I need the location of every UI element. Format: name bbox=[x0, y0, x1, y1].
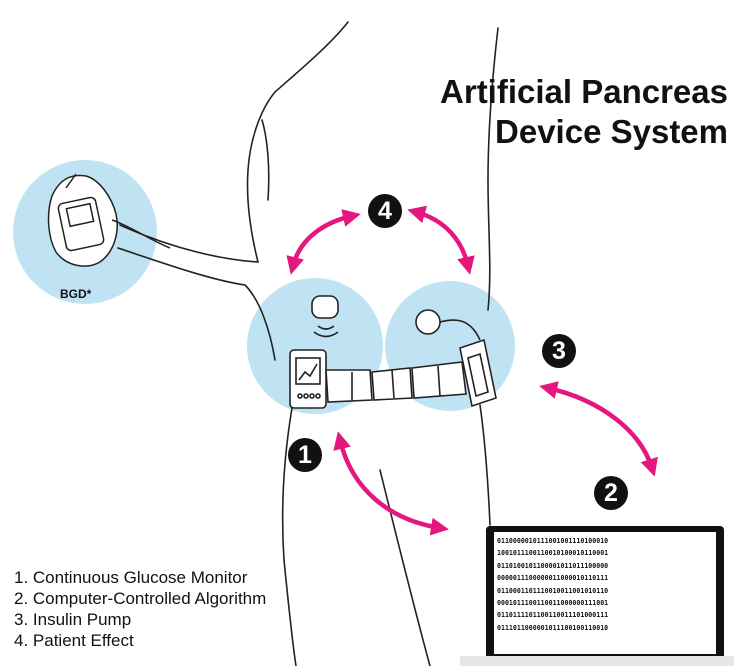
legend-item: 3. Insulin Pump bbox=[14, 609, 266, 630]
code-line: 0110000010111001001110100010 bbox=[497, 535, 719, 547]
legend-item: 1. Continuous Glucose Monitor bbox=[14, 567, 266, 588]
code-line: 0001011100110011000000111001 bbox=[497, 597, 719, 609]
code-line: 0110111101100110011101000111 bbox=[497, 609, 719, 621]
title-line-1: Artificial Pancreas bbox=[440, 72, 728, 112]
legend-list: 1. Continuous Glucose Monitor 2. Compute… bbox=[14, 567, 266, 651]
arrow-4-right bbox=[416, 212, 468, 266]
arrow-1-to-2 bbox=[340, 440, 440, 528]
marker-2: 2 bbox=[594, 476, 628, 510]
bgd-label: BGD* bbox=[60, 287, 91, 301]
arrow-4-left bbox=[293, 216, 352, 266]
arrow-2-to-3 bbox=[548, 388, 652, 468]
code-line: 0110001101110010011001010110 bbox=[497, 585, 719, 597]
legend-item: 4. Patient Effect bbox=[14, 630, 266, 651]
legend-item: 2. Computer-Controlled Algorithm bbox=[14, 588, 266, 609]
marker-4: 4 bbox=[368, 194, 402, 228]
code-line: 0110100101100001011011100000 bbox=[497, 560, 719, 572]
marker-3: 3 bbox=[542, 334, 576, 368]
title-line-2: Device System bbox=[440, 112, 728, 152]
code-line: 1001011100110010100010110001 bbox=[497, 547, 719, 559]
diagram-title: Artificial Pancreas Device System bbox=[440, 72, 728, 152]
code-line: 0000011100000011000010110111 bbox=[497, 572, 719, 584]
marker-1: 1 bbox=[288, 438, 322, 472]
code-line: 0111011000001011100100110010 bbox=[497, 622, 719, 634]
laptop-screen-code: 0110000010111001001110100010 10010111001… bbox=[497, 535, 719, 634]
